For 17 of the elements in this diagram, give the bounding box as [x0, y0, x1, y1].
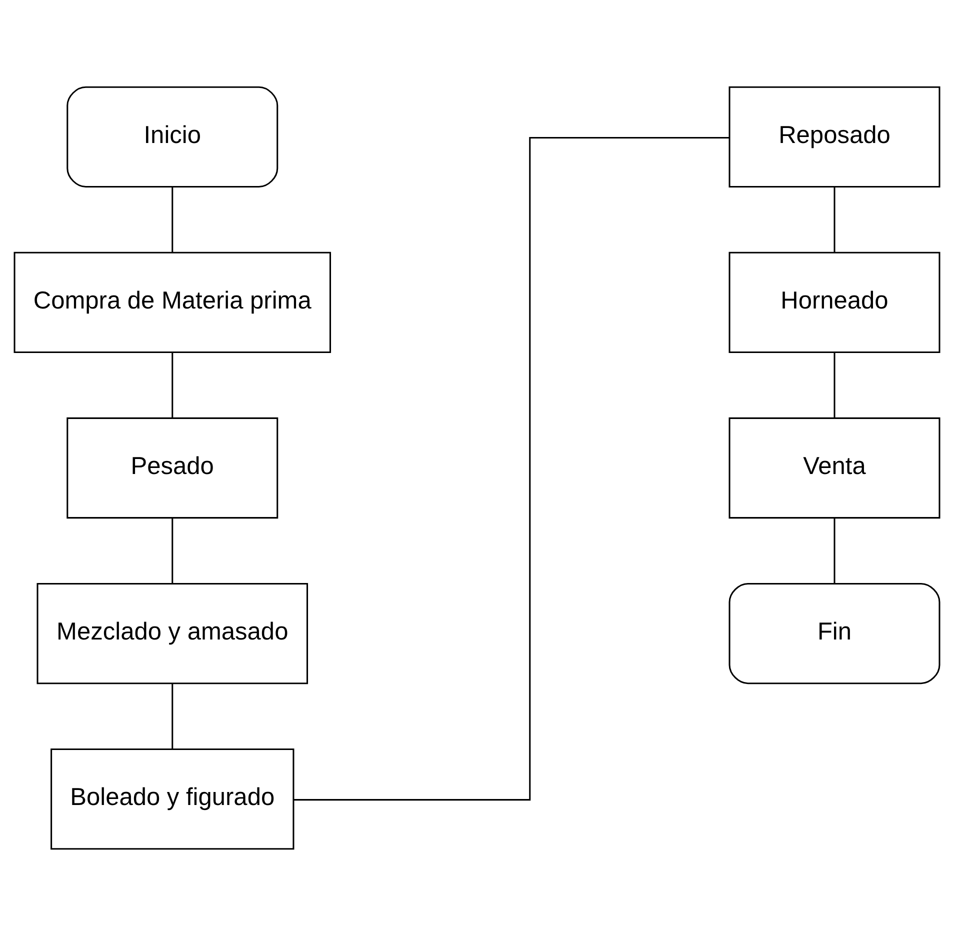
connector [172, 518, 174, 584]
node-box: Boleado y figurado [50, 748, 294, 850]
connector [172, 352, 174, 418]
node-box: Reposado [728, 86, 940, 188]
node-box: Venta [728, 417, 940, 519]
connector [172, 684, 174, 750]
connector [834, 187, 836, 253]
connector [294, 136, 730, 801]
connector [834, 518, 836, 584]
node-box: Inicio [66, 86, 278, 188]
connector [834, 352, 836, 418]
connector [172, 187, 174, 253]
node-box: Fin [728, 582, 940, 684]
node-box: Pesado [66, 417, 278, 519]
node-box: Compra de Materia prima [14, 252, 332, 354]
node-box: Mezclado y amasado [36, 582, 308, 684]
node-box: Horneado [728, 252, 940, 354]
